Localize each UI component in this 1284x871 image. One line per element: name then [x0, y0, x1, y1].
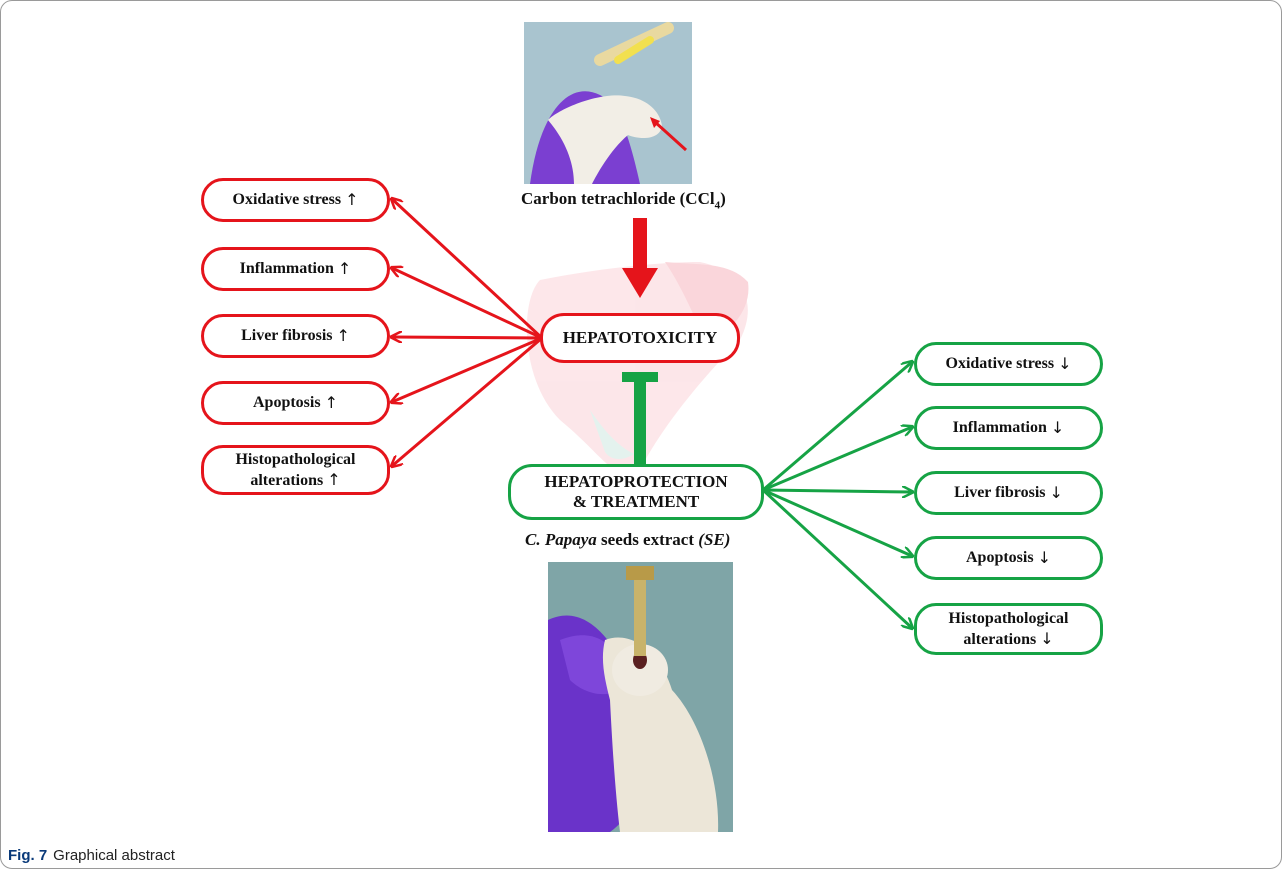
- ccl4-label-end: ): [720, 189, 726, 208]
- se-gavage-photo: [548, 562, 733, 832]
- effect-down-label-line1: Histopathological: [948, 609, 1069, 627]
- figure-caption: Fig. 7 Graphical abstract: [8, 847, 175, 864]
- down-arrow-icon: ↓: [1037, 548, 1051, 567]
- figure-caption-text: Graphical abstract: [53, 847, 175, 864]
- effect-up-label-line2: alterations: [250, 471, 324, 489]
- effect-up-liver-fibrosis: Liver fibrosis↑: [201, 314, 390, 358]
- down-arrow-icon: ↓: [1050, 418, 1065, 437]
- effect-up-label: Inflammation: [239, 260, 334, 277]
- up-arrow-icon: ↑: [324, 393, 338, 412]
- effect-down-label: Liver fibrosis: [954, 484, 1046, 501]
- hepatoprotection-label-line2: & TREATMENT: [572, 492, 700, 511]
- effect-down-label-line2: alterations: [963, 630, 1037, 648]
- toxicity-arrows: [392, 199, 544, 466]
- effect-down-label: Oxidative stress: [945, 355, 1055, 372]
- hepatoprotection-label-line1: HEPATOPROTECTION: [544, 472, 728, 491]
- effect-down-oxidative-stress: Oxidative stress↓: [914, 342, 1103, 386]
- se-label-text: seeds extract: [596, 530, 699, 549]
- effect-up-label: Liver fibrosis: [241, 327, 333, 344]
- se-label-abbrev: (SE): [698, 530, 731, 549]
- inhibition-bar: [622, 372, 658, 464]
- down-arrow-icon: ↓: [1040, 628, 1054, 648]
- ccl4-label-subscript: 4: [714, 199, 721, 212]
- down-arrow-icon: ↓: [1049, 483, 1063, 502]
- up-arrow-icon: ↑: [345, 190, 359, 209]
- up-arrow-icon: ↑: [327, 469, 341, 489]
- effect-down-apoptosis: Apoptosis↓: [914, 536, 1103, 580]
- effect-down-histopathology: Histopathological alterations↓: [914, 603, 1103, 655]
- ccl4-label-text: Carbon tetrachloride (CCl: [521, 189, 715, 208]
- effect-up-oxidative-stress: Oxidative stress↑: [201, 178, 390, 222]
- effect-up-label: Apoptosis: [253, 394, 321, 411]
- up-arrow-icon: ↑: [337, 259, 352, 278]
- down-arrow-icon: ↓: [1058, 354, 1072, 373]
- effect-up-inflammation: Inflammation↑: [201, 247, 390, 291]
- hepatoprotection-node: HEPATOPROTECTION & TREATMENT: [508, 464, 764, 520]
- effect-up-label-line1: Histopathological: [235, 450, 356, 468]
- hepatotoxicity-label: HEPATOTOXICITY: [562, 328, 718, 347]
- hepatotoxicity-node: HEPATOTOXICITY: [540, 313, 740, 363]
- effect-down-inflammation: Inflammation↓: [914, 406, 1103, 450]
- effect-down-liver-fibrosis: Liver fibrosis↓: [914, 471, 1103, 515]
- ccl4-arrow: [622, 218, 658, 298]
- figure-number: Fig. 7: [8, 847, 48, 864]
- effect-up-apoptosis: Apoptosis↑: [201, 381, 390, 425]
- se-label-species: C. Papaya: [525, 530, 597, 549]
- effect-down-label: Inflammation: [952, 419, 1047, 436]
- se-label: C. Papaya seeds extract (SE): [525, 530, 730, 550]
- ccl4-injection-photo: [524, 22, 692, 184]
- ccl4-label: Carbon tetrachloride (CCl4): [521, 189, 726, 211]
- protection-arrows: [761, 362, 912, 628]
- up-arrow-icon: ↑: [336, 326, 350, 345]
- effect-down-label: Apoptosis: [966, 549, 1034, 566]
- effect-up-histopathology: Histopathological alterations↑: [201, 445, 390, 495]
- effect-up-label: Oxidative stress: [232, 191, 342, 208]
